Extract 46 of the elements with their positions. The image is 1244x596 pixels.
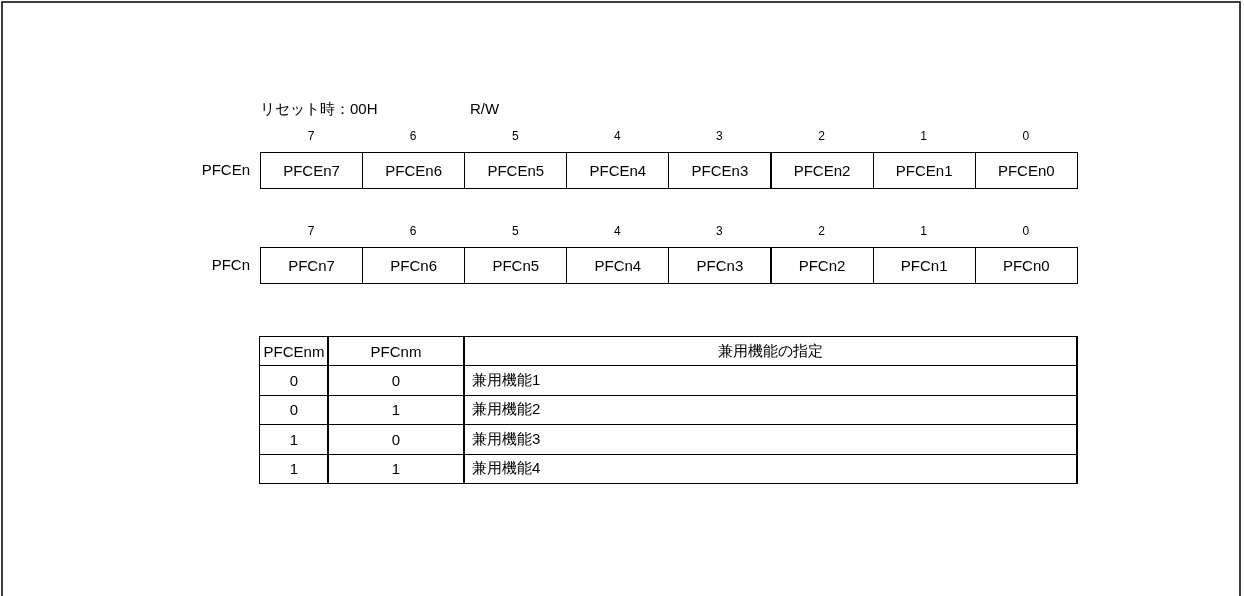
bit-number: 6 <box>408 224 418 238</box>
bit-number: 3 <box>715 224 724 238</box>
bit-field-cell: PFCEn5 <box>464 152 568 189</box>
bit-field-cell: PFCEn3 <box>668 152 772 189</box>
bit-number: 1 <box>919 224 928 238</box>
table-cell: 0 <box>327 424 465 455</box>
bit-field-cell: PFCn6 <box>362 247 466 284</box>
bit-field-cell: PFCn0 <box>974 247 1078 284</box>
bit-field-cell: PFCEn2 <box>770 152 874 189</box>
reset-value-label: リセット時：00H <box>260 100 378 118</box>
bit-number: 7 <box>306 129 316 143</box>
access-label: R/W <box>470 100 500 118</box>
bit-number: 2 <box>817 224 826 238</box>
bit-field-cell: PFCn1 <box>872 247 976 284</box>
bit-field-cell: PFCEn6 <box>362 152 466 189</box>
bit-number: 0 <box>1021 224 1031 238</box>
table-cell: 兼用機能1 <box>463 365 1078 396</box>
bit-number: 3 <box>715 129 724 143</box>
register-name: PFCEn <box>201 161 250 179</box>
bit-field-cell: PFCEn1 <box>872 152 976 189</box>
bit-field-cell: PFCEn4 <box>566 152 670 189</box>
bit-field-cell: PFCn2 <box>770 247 874 284</box>
bit-number: 1 <box>919 129 928 143</box>
bit-number: 5 <box>510 224 520 238</box>
bit-field-cell: PFCn3 <box>668 247 772 284</box>
table-cell: 1 <box>327 453 465 484</box>
table-cell: 兼用機能3 <box>463 424 1078 455</box>
register-name: PFCn <box>211 256 250 274</box>
bit-field-cell: PFCEn7 <box>260 152 364 189</box>
bit-number: 2 <box>817 129 826 143</box>
bit-number: 4 <box>613 224 622 238</box>
table-cell: 0 <box>327 365 465 396</box>
bit-field-cell: PFCn7 <box>260 247 364 284</box>
bit-number: 4 <box>613 129 622 143</box>
table-header-cell: 兼用機能の指定 <box>463 336 1078 367</box>
bit-field-cell: PFCEn0 <box>974 152 1078 189</box>
bit-field-cell: PFCn4 <box>566 247 670 284</box>
bit-number: 0 <box>1021 129 1031 143</box>
table-cell: 1 <box>327 394 465 426</box>
bit-field-cell: PFCn5 <box>464 247 568 284</box>
table-cell: 兼用機能4 <box>463 453 1078 484</box>
table-header-cell: PFCnm <box>327 336 465 367</box>
bit-number: 6 <box>408 129 418 143</box>
bit-number: 7 <box>306 224 316 238</box>
table-cell: 兼用機能2 <box>463 394 1078 426</box>
bit-number: 5 <box>510 129 520 143</box>
